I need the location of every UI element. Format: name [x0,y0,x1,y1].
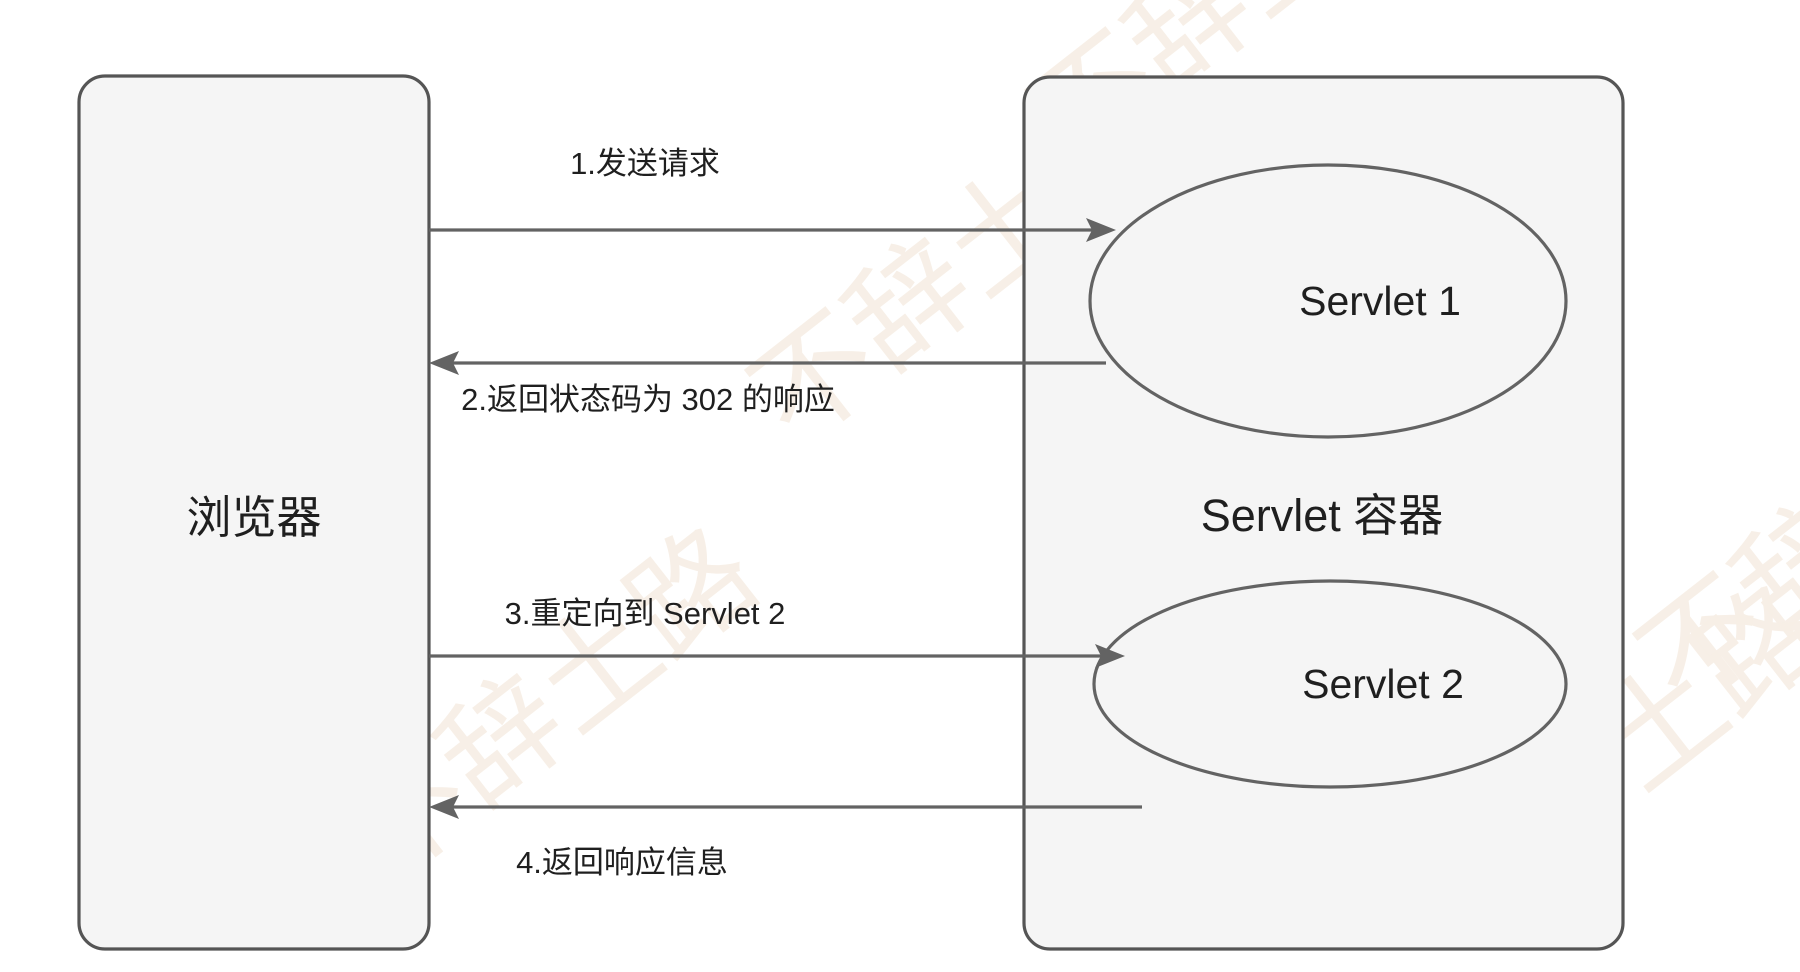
edge-1-label: 1.发送请求 [570,146,720,181]
servlet-1-label: Servlet 1 [1299,278,1461,324]
edge-1-send-request[interactable]: 1.发送请求 [429,146,1116,242]
edge-1-arrowhead-icon [1086,218,1116,242]
edge-2-arrowhead-icon [429,351,459,375]
node-servlet-2[interactable]: Servlet 2 [1092,579,1568,789]
edge-4-label: 4.返回响应信息 [516,845,728,880]
edge-4-response[interactable]: 4.返回响应信息 [429,795,1142,880]
edge-2-label: 2.返回状态码为 302 的响应 [461,382,835,417]
edge-3-redirect[interactable]: 3.重定向到 Servlet 2 [429,596,1125,668]
node-browser[interactable]: 浏览器 [77,74,431,951]
servlet-1-shape [1088,163,1568,439]
browser-box-shape [77,74,431,951]
edge-4-arrowhead-icon [429,795,459,819]
edge-2-302-response[interactable]: 2.返回状态码为 302 的响应 [429,351,1106,417]
servlet-2-label: Servlet 2 [1302,661,1464,707]
servlet-2-shape [1092,579,1568,789]
node-servlet-1[interactable]: Servlet 1 [1088,163,1568,439]
browser-label: 浏览器 [186,492,321,543]
edge-3-label: 3.重定向到 Servlet 2 [505,596,786,631]
edge-3-arrowhead-icon [1095,644,1125,668]
container-label: Servlet 容器 [1201,490,1444,541]
